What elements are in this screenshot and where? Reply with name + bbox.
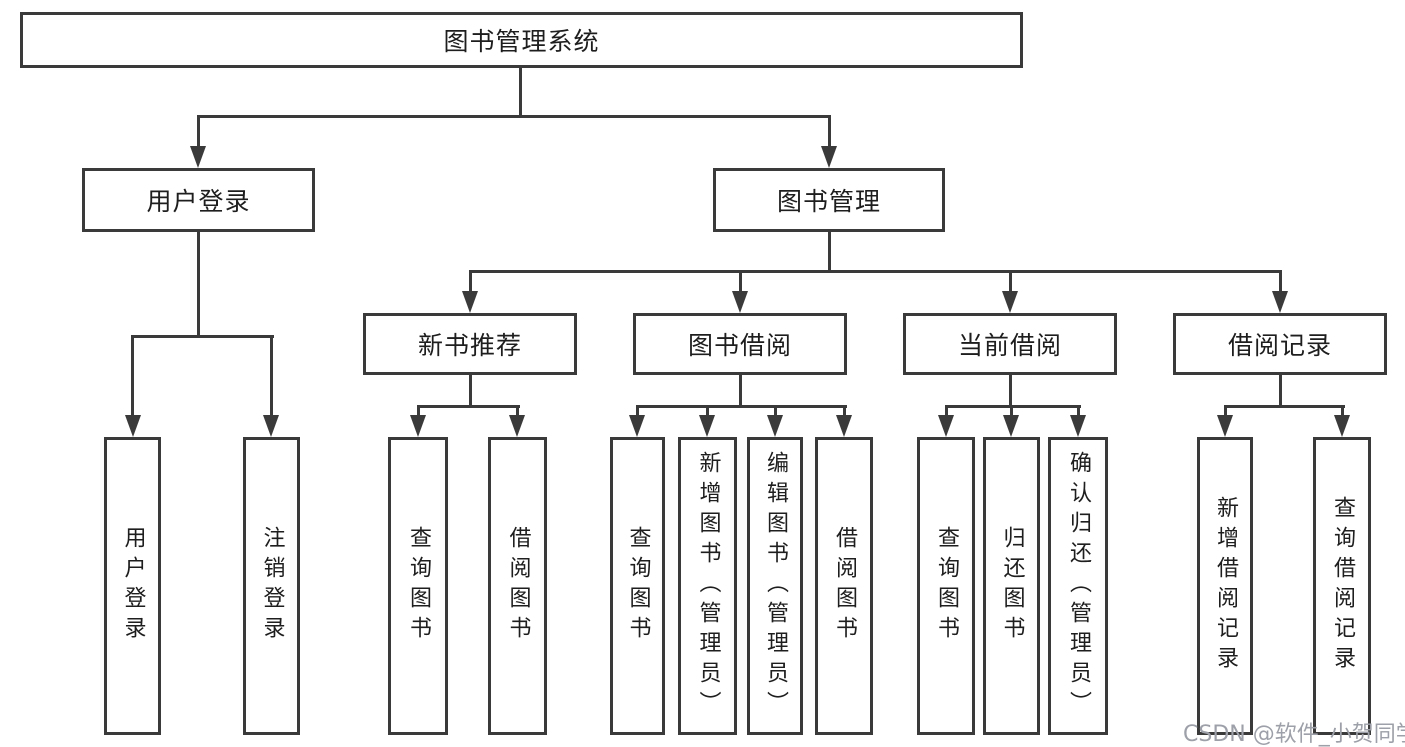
leaf-label: 注销登录 [259,526,285,646]
leaf-label: 归还图书 [999,526,1025,646]
node-borrow-records: 借阅记录 [1173,313,1387,375]
leaf-confirm-return-admin: 确认归还（管理员） [1048,437,1108,735]
connector-stub [706,405,709,417]
connector-stub [516,405,519,417]
connector-stub [417,405,420,417]
connector-borrow-records-branch [1224,405,1345,408]
connector-stub [131,335,134,417]
connector-stub [843,405,846,417]
connector-root-stem [519,68,522,118]
connector-stub [270,335,273,417]
arrow-down-icon [767,415,783,437]
arrow-down-icon [125,415,141,437]
leaf-add-book-admin: 新增图书（管理员） [678,437,737,735]
leaf-label: 确认归还（管理员） [1066,451,1091,721]
leaf-label: 查询图书 [625,526,651,646]
connector-book-borrow-branch [636,405,847,408]
leaf-label: 借阅图书 [832,526,857,646]
connector-stub [636,405,639,417]
leaf-label: 查询图书 [934,526,959,646]
connector-stub [774,405,777,417]
leaf-label: 查询借阅记录 [1330,496,1355,676]
arrow-down-icon [462,291,478,313]
leaf-label: 新增借阅记录 [1213,496,1238,676]
leaf-borrow-book: 借阅图书 [815,437,873,735]
node-user-login: 用户登录 [82,168,315,232]
arrow-down-icon [938,415,954,437]
connector-borrow-records-stem [1279,375,1282,408]
leaf-query-book-recommend: 查询图书 [388,437,448,735]
connector-book-mgmt-branch [469,270,1282,273]
connector-stub [828,115,831,147]
leaf-return-book: 归还图书 [983,437,1040,735]
arrow-down-icon [1003,415,1019,437]
arrow-down-icon [509,415,525,437]
arrow-down-icon [821,146,837,168]
leaf-logout: 注销登录 [243,437,300,735]
arrow-down-icon [699,415,715,437]
arrow-down-icon [1272,291,1288,313]
node-current-borrow: 当前借阅 [903,313,1117,375]
connector-stub [1009,270,1012,294]
leaf-label: 查询图书 [406,526,431,646]
connector-new-book-branch [417,405,520,408]
node-book-management: 图书管理 [713,168,945,232]
leaf-query-book-current: 查询图书 [917,437,975,735]
arrow-down-icon [263,415,279,437]
connector-book-borrow-stem [739,375,742,408]
connector-stub [1224,405,1227,417]
arrow-down-icon [836,415,852,437]
arrow-down-icon [1217,415,1233,437]
arrow-down-icon [190,146,206,168]
arrow-down-icon [629,415,645,437]
leaf-label: 新增图书（管理员） [695,451,721,721]
connector-book-mgmt-stem [828,232,831,273]
connector-new-book-stem [469,375,472,408]
connector-stub [1279,270,1282,294]
leaf-edit-book-admin: 编辑图书（管理员） [747,437,803,735]
leaf-add-borrow-record: 新增借阅记录 [1197,437,1253,735]
arrow-down-icon [1070,415,1086,437]
connector-stub [739,270,742,294]
connector-stub [1077,405,1080,417]
connector-stub [469,270,472,294]
node-book-borrow: 图书借阅 [633,313,847,375]
leaf-label: 用户登录 [120,526,146,646]
leaf-query-borrow-record: 查询借阅记录 [1313,437,1371,735]
connector-stub [1341,405,1344,417]
connector-stub [197,115,200,147]
connector-user-login-stem [197,232,200,338]
leaf-label: 编辑图书（管理员） [763,451,788,721]
watermark: CSDN @软件_小贺同学 [1183,722,1405,747]
arrow-down-icon [1002,291,1018,313]
connector-current-borrow-branch [945,405,1081,408]
connector-stub [1010,405,1013,417]
connector-user-login-branch [131,335,274,338]
leaf-user-login: 用户登录 [104,437,161,735]
node-root: 图书管理系统 [20,12,1023,68]
leaf-borrow-book-recommend: 借阅图书 [488,437,547,735]
arrow-down-icon [1334,415,1350,437]
connector-stub [945,405,948,417]
arrow-down-icon [732,291,748,313]
arrow-down-icon [410,415,426,437]
leaf-query-book-borrow: 查询图书 [610,437,665,735]
connector-root-branch [197,115,831,118]
connector-current-borrow-stem [1009,375,1012,408]
leaf-label: 借阅图书 [505,526,531,646]
node-new-book-recommend: 新书推荐 [363,313,577,375]
